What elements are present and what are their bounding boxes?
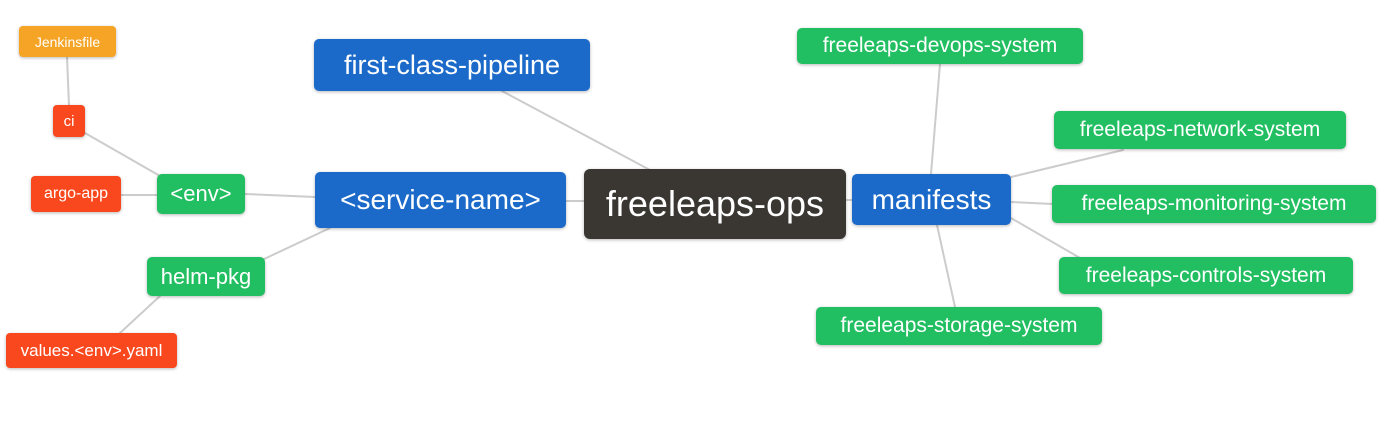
edge-manifests-devops bbox=[930, 63, 941, 175]
node-jenkinsfile[interactable]: Jenkinsfile bbox=[19, 26, 116, 57]
node-service-name[interactable]: <service-name> bbox=[315, 172, 566, 228]
edge-manifests-storage bbox=[936, 224, 956, 308]
node-ci[interactable]: ci bbox=[53, 105, 85, 137]
node-freeleaps-ops-root[interactable]: freeleaps-ops bbox=[584, 169, 846, 239]
node-manifests[interactable]: manifests bbox=[852, 174, 1011, 225]
node-freeleaps-controls-system[interactable]: freeleaps-controls-system bbox=[1059, 257, 1353, 294]
node-freeleaps-storage-system[interactable]: freeleaps-storage-system bbox=[816, 307, 1102, 345]
edge-jenkinsfile-ci bbox=[66, 56, 70, 107]
edge-env-service-name bbox=[244, 193, 316, 198]
edge-ci-env bbox=[84, 132, 161, 177]
node-first-class-pipeline[interactable]: first-class-pipeline bbox=[314, 39, 590, 91]
edge-manifests-network bbox=[1010, 149, 1124, 178]
edge-pipeline-root bbox=[501, 90, 651, 171]
node-freeleaps-devops-system[interactable]: freeleaps-devops-system bbox=[797, 28, 1083, 64]
edge-manifests-monitoring bbox=[1010, 201, 1054, 205]
node-values-env-yaml[interactable]: values.<env>.yaml bbox=[6, 333, 177, 368]
node-argo-app[interactable]: argo-app bbox=[31, 176, 121, 212]
edge-manifests-controls bbox=[1010, 217, 1081, 259]
edge-helm-pkg-values bbox=[119, 295, 161, 334]
node-helm-pkg[interactable]: helm-pkg bbox=[147, 257, 265, 296]
edge-service-name-helm-pkg bbox=[261, 227, 331, 261]
node-freeleaps-monitoring-system[interactable]: freeleaps-monitoring-system bbox=[1052, 185, 1376, 223]
node-freeleaps-network-system[interactable]: freeleaps-network-system bbox=[1054, 111, 1346, 149]
node-env[interactable]: <env> bbox=[157, 174, 245, 214]
